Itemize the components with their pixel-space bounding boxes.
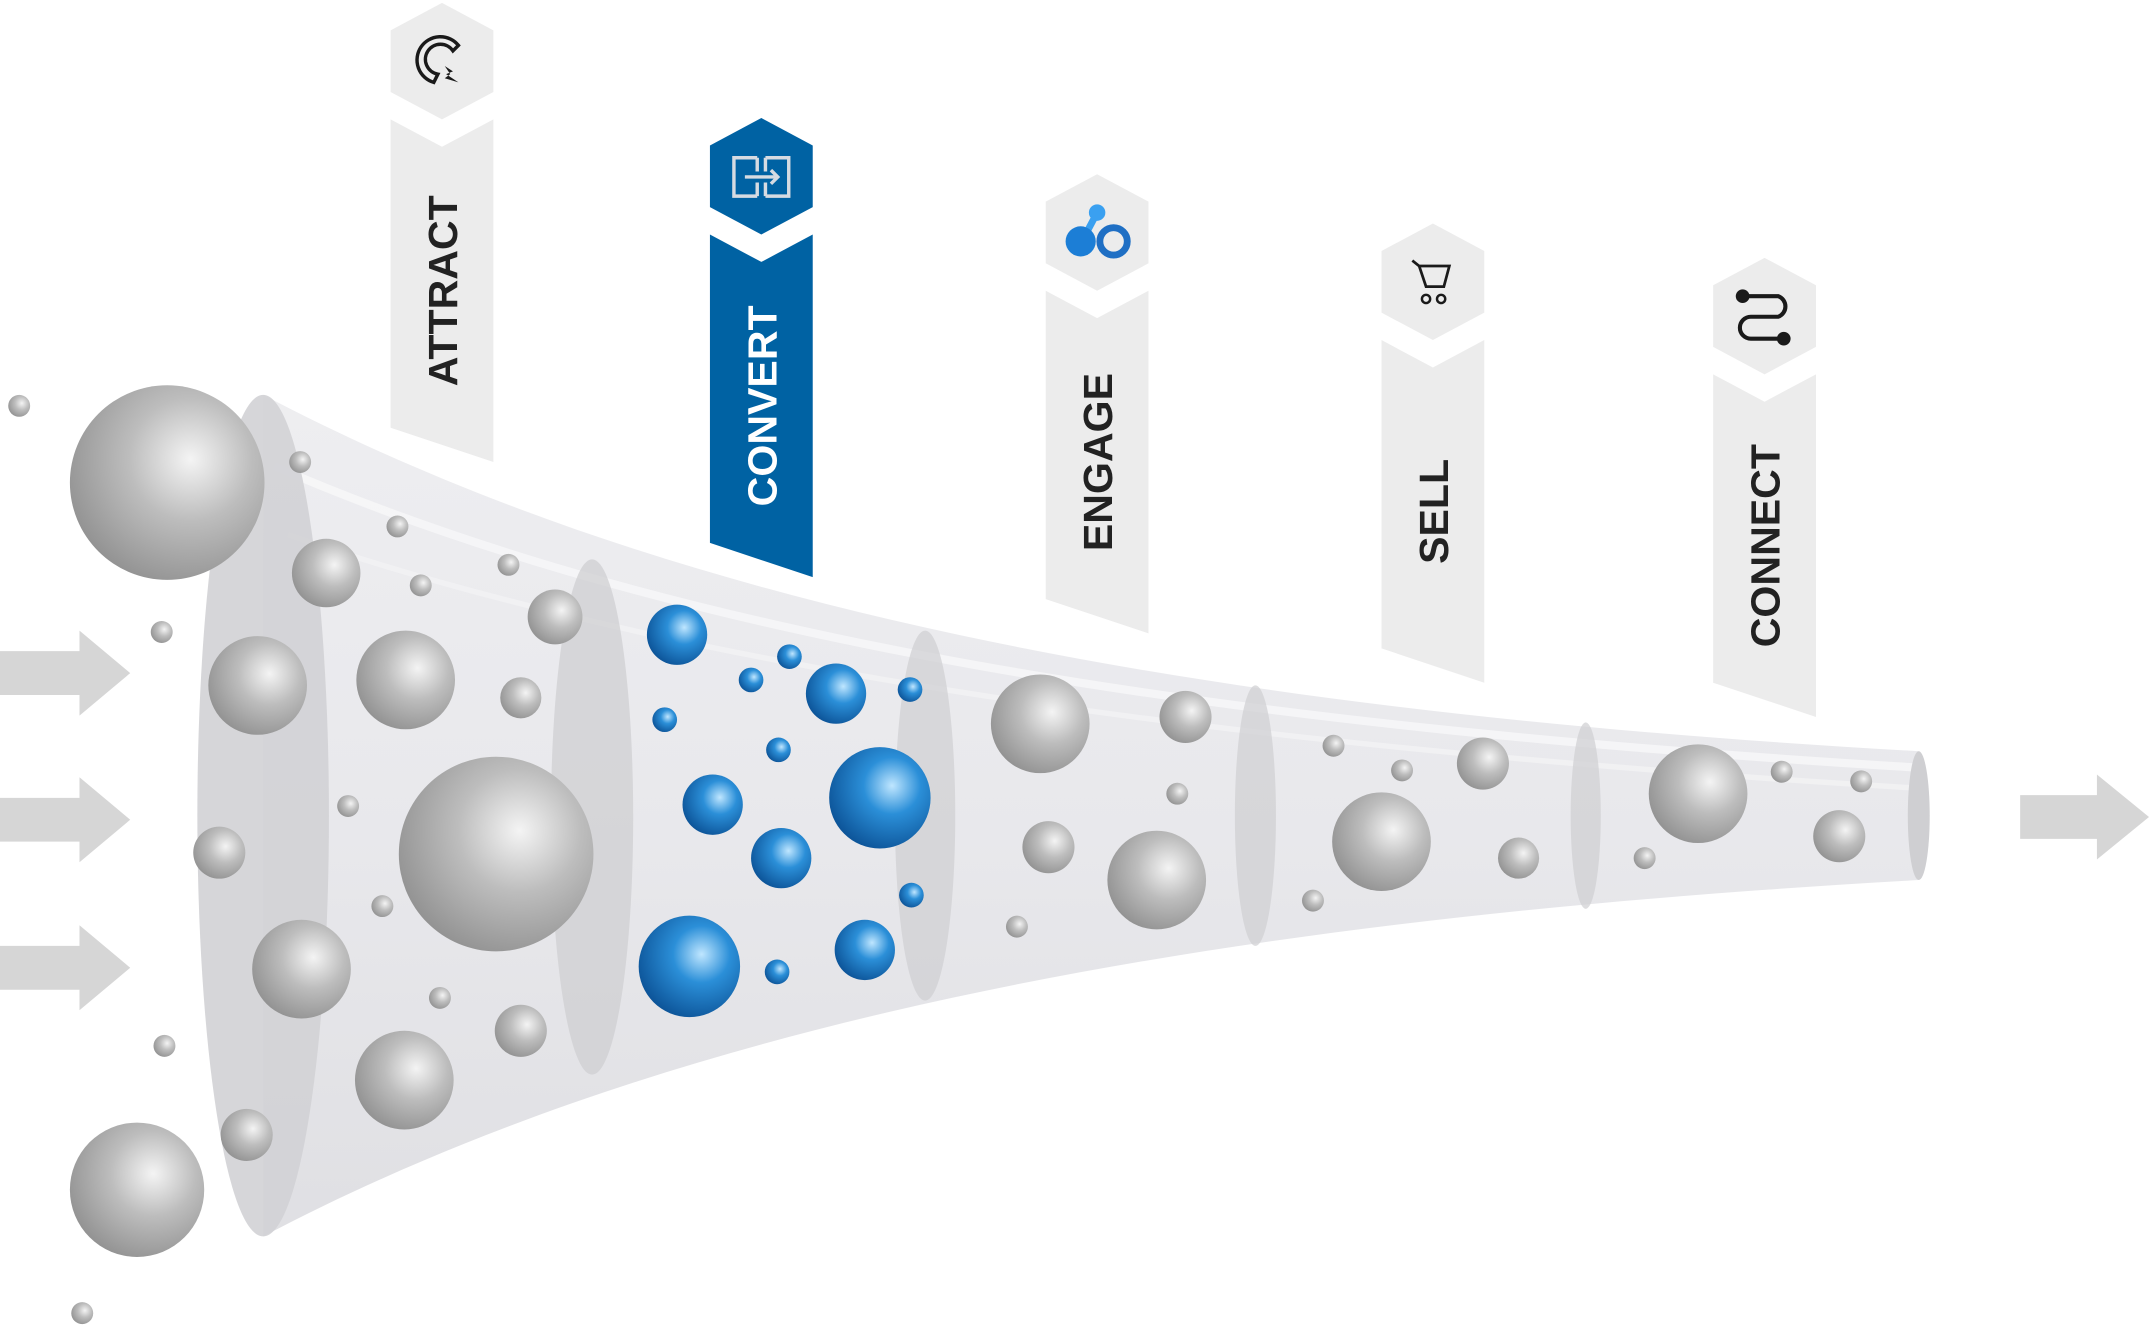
funnel-ring bbox=[1570, 722, 1601, 909]
gray-sphere bbox=[8, 394, 31, 417]
stage-label: CONNECT bbox=[1743, 444, 1789, 647]
gray-sphere bbox=[1107, 830, 1207, 930]
banner-strip bbox=[390, 119, 494, 463]
blue-sphere bbox=[638, 915, 741, 1018]
gray-sphere bbox=[1166, 782, 1189, 805]
blue-sphere bbox=[805, 663, 867, 724]
stage-banners: ATTRACT CONVERT ENGAGE SELL CONNECT bbox=[390, 2, 1816, 717]
shopping-cart-icon bbox=[1411, 259, 1452, 305]
blue-sphere bbox=[897, 677, 923, 702]
stage-banner-engage[interactable]: ENGAGE bbox=[1045, 174, 1149, 634]
gray-sphere bbox=[500, 677, 542, 719]
output-arrow-icon bbox=[2020, 774, 2149, 860]
stage-banner-convert[interactable]: CONVERT bbox=[709, 118, 813, 578]
gray-sphere bbox=[71, 1302, 94, 1325]
gray-sphere bbox=[1850, 770, 1873, 793]
blue-sphere bbox=[646, 604, 708, 665]
gray-sphere bbox=[1497, 837, 1540, 879]
blue-sphere bbox=[682, 774, 743, 835]
hexagon-badge bbox=[390, 2, 494, 120]
gray-sphere bbox=[398, 756, 594, 952]
gray-sphere bbox=[356, 630, 456, 730]
hexagon-badge bbox=[1381, 223, 1485, 341]
gray-sphere bbox=[1648, 744, 1748, 844]
gray-sphere bbox=[1633, 847, 1656, 870]
blue-sphere bbox=[764, 959, 790, 985]
gray-sphere bbox=[1456, 737, 1509, 790]
gray-sphere bbox=[1322, 734, 1345, 757]
funnel-outlet bbox=[1907, 751, 1930, 881]
blue-sphere bbox=[834, 919, 895, 981]
gray-sphere bbox=[1813, 810, 1866, 863]
gray-sphere bbox=[193, 826, 246, 879]
stage-banner-attract[interactable]: ATTRACT bbox=[390, 2, 494, 463]
input-arrows bbox=[0, 630, 131, 1011]
gray-sphere bbox=[1022, 821, 1075, 874]
gray-sphere bbox=[337, 795, 360, 817]
banner-strip bbox=[1713, 374, 1816, 717]
banner-strip bbox=[709, 234, 813, 578]
blue-sphere bbox=[652, 707, 678, 733]
gray-sphere bbox=[69, 1122, 205, 1257]
banner-strip bbox=[1381, 340, 1485, 683]
input-arrow-icon bbox=[0, 925, 131, 1011]
gray-sphere bbox=[409, 574, 432, 597]
gray-sphere bbox=[494, 1004, 547, 1057]
funnel-ring bbox=[550, 559, 634, 1075]
gray-sphere bbox=[153, 1034, 176, 1057]
gray-sphere bbox=[252, 919, 351, 1019]
gray-sphere bbox=[527, 589, 583, 645]
blue-sphere bbox=[829, 747, 931, 849]
blue-sphere bbox=[738, 667, 764, 693]
gray-sphere bbox=[69, 385, 265, 580]
spheres bbox=[8, 385, 1873, 1325]
gray-sphere bbox=[386, 515, 409, 538]
hexagon-badge bbox=[1045, 174, 1149, 291]
gray-sphere bbox=[1391, 759, 1414, 782]
magnet-icon bbox=[415, 35, 461, 85]
gray-sphere bbox=[289, 451, 312, 473]
blue-sphere bbox=[899, 882, 924, 908]
gray-sphere bbox=[1332, 792, 1431, 892]
gray-sphere bbox=[150, 621, 173, 643]
funnel-ring bbox=[1234, 685, 1276, 946]
path-connect-icon bbox=[1735, 289, 1791, 346]
blue-sphere bbox=[777, 644, 802, 669]
stage-banner-sell[interactable]: SELL bbox=[1381, 223, 1485, 683]
gray-sphere bbox=[1159, 690, 1212, 743]
gray-sphere bbox=[428, 986, 451, 1009]
input-arrow-icon bbox=[0, 630, 131, 716]
network-nodes-icon bbox=[1065, 204, 1131, 259]
blue-sphere bbox=[766, 737, 791, 763]
stage-label: ATTRACT bbox=[420, 195, 466, 386]
gray-sphere bbox=[497, 553, 520, 576]
stage-label: ENGAGE bbox=[1075, 373, 1121, 551]
blue-sphere bbox=[751, 827, 812, 889]
gray-sphere bbox=[354, 1030, 454, 1130]
gray-sphere bbox=[220, 1108, 273, 1162]
banner-strip bbox=[1045, 290, 1149, 634]
gray-sphere bbox=[1005, 915, 1028, 938]
gray-sphere bbox=[208, 636, 307, 735]
input-arrow-icon bbox=[0, 777, 131, 863]
gray-sphere bbox=[1302, 889, 1324, 912]
gray-sphere bbox=[291, 538, 361, 608]
convert-arrow-icon bbox=[732, 156, 791, 198]
stage-label: SELL bbox=[1411, 459, 1457, 564]
gray-sphere bbox=[371, 895, 394, 918]
stage-banner-connect[interactable]: CONNECT bbox=[1713, 257, 1816, 717]
stage-label: CONVERT bbox=[739, 305, 785, 506]
gray-sphere bbox=[990, 674, 1090, 774]
funnel-mouth bbox=[197, 394, 329, 1237]
gray-sphere bbox=[1770, 760, 1793, 783]
